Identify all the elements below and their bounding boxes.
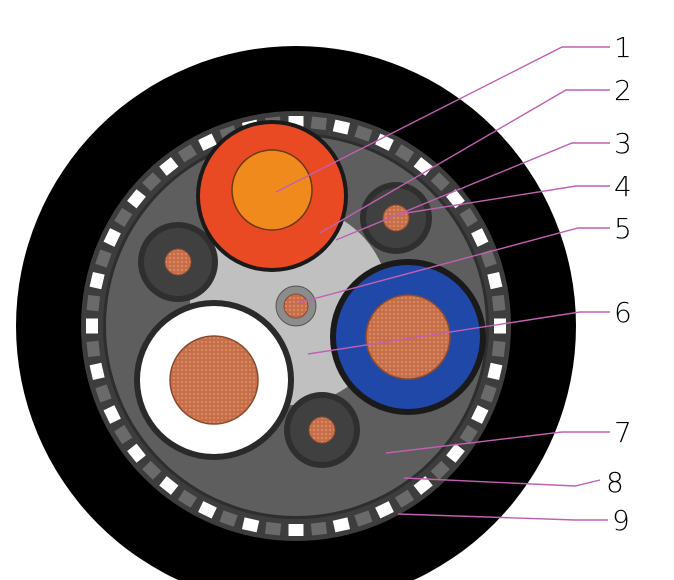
armor-wire bbox=[394, 144, 415, 163]
label-8: 8 bbox=[606, 466, 624, 499]
armor-wire bbox=[491, 340, 506, 357]
label-5: 5 bbox=[614, 212, 632, 245]
armor-wire bbox=[394, 489, 415, 508]
label-1: 1 bbox=[614, 31, 632, 64]
armor-wire bbox=[471, 228, 489, 247]
armor-wire bbox=[127, 189, 146, 209]
armor-wire bbox=[310, 116, 327, 131]
aux-core-bottom bbox=[284, 392, 360, 468]
armor-wire bbox=[177, 489, 198, 508]
armor-wire bbox=[446, 443, 465, 463]
armor-wire bbox=[86, 295, 101, 312]
armor-wire bbox=[288, 524, 304, 536]
armor-wire bbox=[310, 521, 327, 536]
leader-3 bbox=[335, 142, 610, 241]
armor-wire bbox=[103, 228, 121, 247]
armor-wire bbox=[430, 460, 450, 480]
armor-wire bbox=[413, 476, 433, 495]
armor-wire bbox=[354, 510, 373, 527]
armor-wire bbox=[198, 501, 217, 519]
aux-core-left bbox=[138, 222, 218, 302]
leader-4 bbox=[399, 185, 610, 215]
center-core bbox=[275, 285, 317, 327]
armor-wire bbox=[375, 133, 394, 151]
label-3: 3 bbox=[614, 127, 632, 160]
label-6: 6 bbox=[614, 296, 632, 329]
label-4: 4 bbox=[614, 170, 632, 203]
leader-7 bbox=[385, 431, 610, 454]
armor-wire bbox=[430, 172, 450, 192]
armor-wire bbox=[177, 144, 198, 163]
leader-1 bbox=[275, 46, 610, 193]
leader-lines bbox=[275, 46, 610, 521]
leader-5 bbox=[297, 227, 610, 304]
label-9: 9 bbox=[612, 504, 630, 537]
leader-2 bbox=[319, 89, 610, 234]
armor-wire bbox=[198, 133, 217, 151]
armor-wire bbox=[103, 405, 121, 424]
armor-wire bbox=[159, 476, 179, 495]
armor-wire bbox=[89, 271, 105, 290]
leader-8 bbox=[403, 477, 601, 487]
armor-wire bbox=[480, 249, 497, 268]
armor-wire bbox=[95, 249, 112, 268]
armor-wire bbox=[114, 207, 133, 228]
armor-wire bbox=[241, 517, 260, 533]
armor-wire bbox=[95, 384, 112, 403]
armor-wire bbox=[446, 189, 465, 209]
armor-wire bbox=[142, 172, 162, 192]
armor-wire bbox=[142, 460, 162, 480]
armor-wire bbox=[127, 443, 146, 463]
armor-wire bbox=[494, 318, 506, 334]
armor-wire bbox=[114, 424, 133, 445]
armor-wire bbox=[86, 318, 98, 334]
armor-wire bbox=[471, 405, 489, 424]
armor-wire bbox=[265, 521, 282, 536]
armor-wire bbox=[332, 119, 351, 135]
white-power-core bbox=[134, 300, 294, 460]
armor-wire bbox=[459, 207, 478, 228]
armor-wire bbox=[89, 362, 105, 381]
armor-wire bbox=[354, 125, 373, 142]
armor-wire bbox=[332, 517, 351, 533]
leader-9 bbox=[397, 513, 608, 521]
red-power-core bbox=[196, 120, 348, 272]
blue-power-core bbox=[330, 259, 486, 415]
callout-numbers: 1 2 3 4 5 6 7 8 9 bbox=[606, 31, 632, 537]
armor-wire bbox=[487, 271, 503, 290]
aux-core-top-right bbox=[360, 182, 432, 254]
armor-wire bbox=[491, 295, 506, 312]
armor-wire bbox=[219, 510, 238, 527]
armor-wire bbox=[375, 501, 394, 519]
armor-wire bbox=[487, 362, 503, 381]
armor-wire bbox=[159, 157, 179, 176]
label-2: 2 bbox=[614, 74, 632, 107]
armor-wire bbox=[480, 384, 497, 403]
leader-6 bbox=[307, 311, 610, 355]
armor-wire bbox=[413, 157, 433, 176]
label-7: 7 bbox=[614, 416, 632, 449]
armor-wire bbox=[86, 340, 101, 357]
armor-wire bbox=[459, 424, 478, 445]
